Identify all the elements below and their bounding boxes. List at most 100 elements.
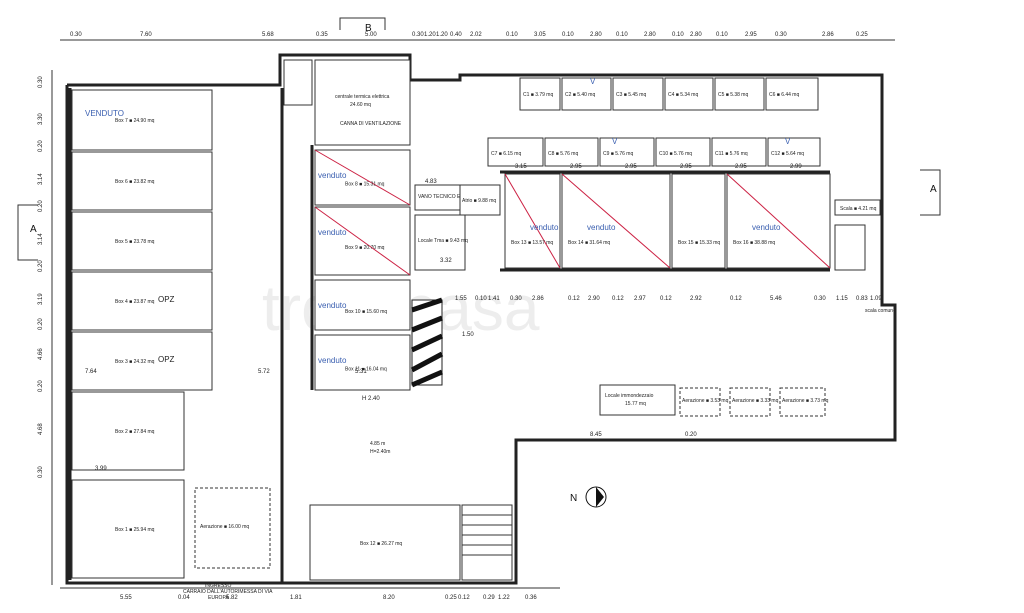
left-dim-10: 0.20 — [38, 380, 44, 392]
sold-cross — [561, 173, 671, 269]
mid-dim-6: 2.90 — [588, 296, 600, 302]
cellar-top-1 — [519, 77, 561, 111]
top-dim-9: 2.02 — [470, 32, 482, 38]
cellar-top-3 — [612, 77, 664, 111]
centrale-termica — [314, 59, 411, 146]
section-b-label: B — [365, 23, 372, 34]
locale-imm-label: Locale immondezzaio — [605, 393, 654, 399]
misc-dim-5: 0.20 — [685, 432, 697, 438]
row-dim-3: 2.95 — [680, 164, 692, 170]
sold-label: venduto — [318, 301, 347, 310]
top-dim-16: 0.10 — [672, 32, 684, 38]
mid-dim-16: 1.09 — [870, 296, 882, 302]
misc-dim-9: H 2.40 — [362, 396, 380, 402]
mid-dim-3: 0.30 — [510, 296, 522, 302]
mid-dim-13: 0.30 — [814, 296, 826, 302]
locale-immondezzaio — [599, 384, 676, 416]
misc-dim-3: 3.99 — [95, 466, 107, 472]
section-a-right-label: A — [930, 184, 937, 195]
mid-dim-5: 0.12 — [568, 296, 580, 302]
aeraz1-label: Aerazione ■ 3.53 mq — [682, 398, 729, 404]
box-right-label: Box 16 ■ 38.88 mq — [733, 240, 775, 246]
top-dim-1: 7.60 — [140, 32, 152, 38]
box-left-label: Box 3 ■ 24.32 mq — [115, 359, 155, 365]
box-left-4 — [71, 271, 213, 331]
aerazione-left-label: Aerazione ■ 16.00 mq — [200, 524, 249, 530]
mid-dim-10: 2.92 — [690, 296, 702, 302]
sold-label: venduto — [587, 223, 616, 232]
cellar-top-5 — [714, 77, 765, 111]
misc-dim-2: 5.31 — [355, 369, 367, 375]
opz-label: OPZ — [158, 355, 175, 364]
misc-dim-0: 5.72 — [258, 369, 270, 375]
misc-dim-6: 1.50 — [462, 332, 474, 338]
aerazione-1 — [679, 387, 721, 417]
bottom-dim-1: 0.04 — [178, 595, 190, 601]
box-right-label: Box 15 ■ 15.33 mq — [678, 240, 720, 246]
locale-tma-label: Locale Tma ■ 9.43 mq — [418, 238, 468, 244]
stairs-bottom — [461, 504, 513, 581]
left-dim-2: 0.20 — [38, 140, 44, 152]
cellar-top-6 — [765, 77, 819, 111]
scala-label: Scala ■ 4.21 mq — [840, 206, 877, 212]
stair-top — [283, 59, 313, 106]
sold-label: venduto — [530, 223, 559, 232]
box-left-label: Box 2 ■ 27.84 mq — [115, 429, 155, 435]
left-dim-0: 0.30 — [38, 76, 44, 88]
box-left-label: Box 6 ■ 23.82 mq — [115, 179, 155, 185]
top-dim-14: 0.10 — [616, 32, 628, 38]
left-dim-5: 3.14 — [38, 233, 44, 245]
cellar-top-label: C5 ■ 5.38 mq — [718, 92, 748, 98]
box-left-5 — [71, 331, 213, 391]
cellar-bottom-7 — [487, 137, 544, 167]
left-dim-9: 4.66 — [38, 348, 44, 360]
mid-boxes: Box 8 ■ 15.31 mq venduto Box 9 ■ 20.70 mq v… — [314, 149, 411, 391]
box-left-label: Box 5 ■ 23.78 mq — [115, 239, 155, 245]
top-dim-11: 3.05 — [534, 32, 546, 38]
aeraz3-label: Aerazione ■ 3.73 mq — [782, 398, 829, 404]
svg-text:N: N — [570, 493, 577, 504]
row-dim-5: 2.99 — [790, 164, 802, 170]
left-dim-1: 3.30 — [38, 113, 44, 125]
atrio — [459, 184, 501, 216]
sold-cross — [314, 149, 411, 206]
cellar-sold-mark: V — [612, 137, 618, 146]
locale-tma — [414, 214, 466, 271]
left-dim-8: 0.20 — [38, 318, 44, 330]
cellar-bottom-9 — [599, 137, 655, 167]
vano-label: VANO TECNICO ELE. — [418, 194, 468, 200]
box-left-label: Box 4 ■ 23.87 mq — [115, 299, 155, 305]
top-dim-4: 5.00 — [365, 32, 377, 38]
mid-dim-7: 0.12 — [612, 296, 624, 302]
cellar-bottom-label: C12 ■ 5.64 mq — [771, 151, 804, 157]
hatched-ramp — [410, 297, 444, 388]
section-a-left-marker — [17, 204, 38, 261]
centrale-label: centrale termica elettrica — [335, 94, 390, 100]
ingresso-label: INGRESSO — [205, 583, 232, 589]
top-dim-20: 0.30 — [775, 32, 787, 38]
bottom-dim-7: 0.29 — [483, 595, 495, 601]
stair-right — [834, 224, 866, 271]
row-dim-2: 2.95 — [625, 164, 637, 170]
aerazione-2 — [729, 387, 771, 417]
box-12 — [309, 504, 461, 581]
top-dim-17: 2.80 — [690, 32, 702, 38]
box-mid-label: Box 9 ■ 20.70 mq — [345, 245, 385, 251]
box-mid-label: Box 11 ■ 16.04 mq — [345, 367, 387, 373]
sold-label: venduto — [318, 356, 347, 365]
top-dim-2: 5.68 — [262, 32, 274, 38]
aerazione-3 — [779, 387, 826, 417]
cellar-bottom-label: C10 ■ 5.76 mq — [659, 151, 692, 157]
top-dim-18: 0.10 — [716, 32, 728, 38]
left-dim-4: 0.20 — [38, 200, 44, 212]
bottom-dim-5: 0.25 — [445, 595, 457, 601]
row-dim-4: 2.95 — [735, 164, 747, 170]
cellar-sold-mark: V — [785, 137, 791, 146]
box-mid-label: Box 8 ■ 15.31 mq — [345, 182, 385, 188]
europa-label: EUROPA — [208, 595, 229, 601]
cellar-bottom-label: C11 ■ 5.76 mq — [715, 151, 748, 157]
